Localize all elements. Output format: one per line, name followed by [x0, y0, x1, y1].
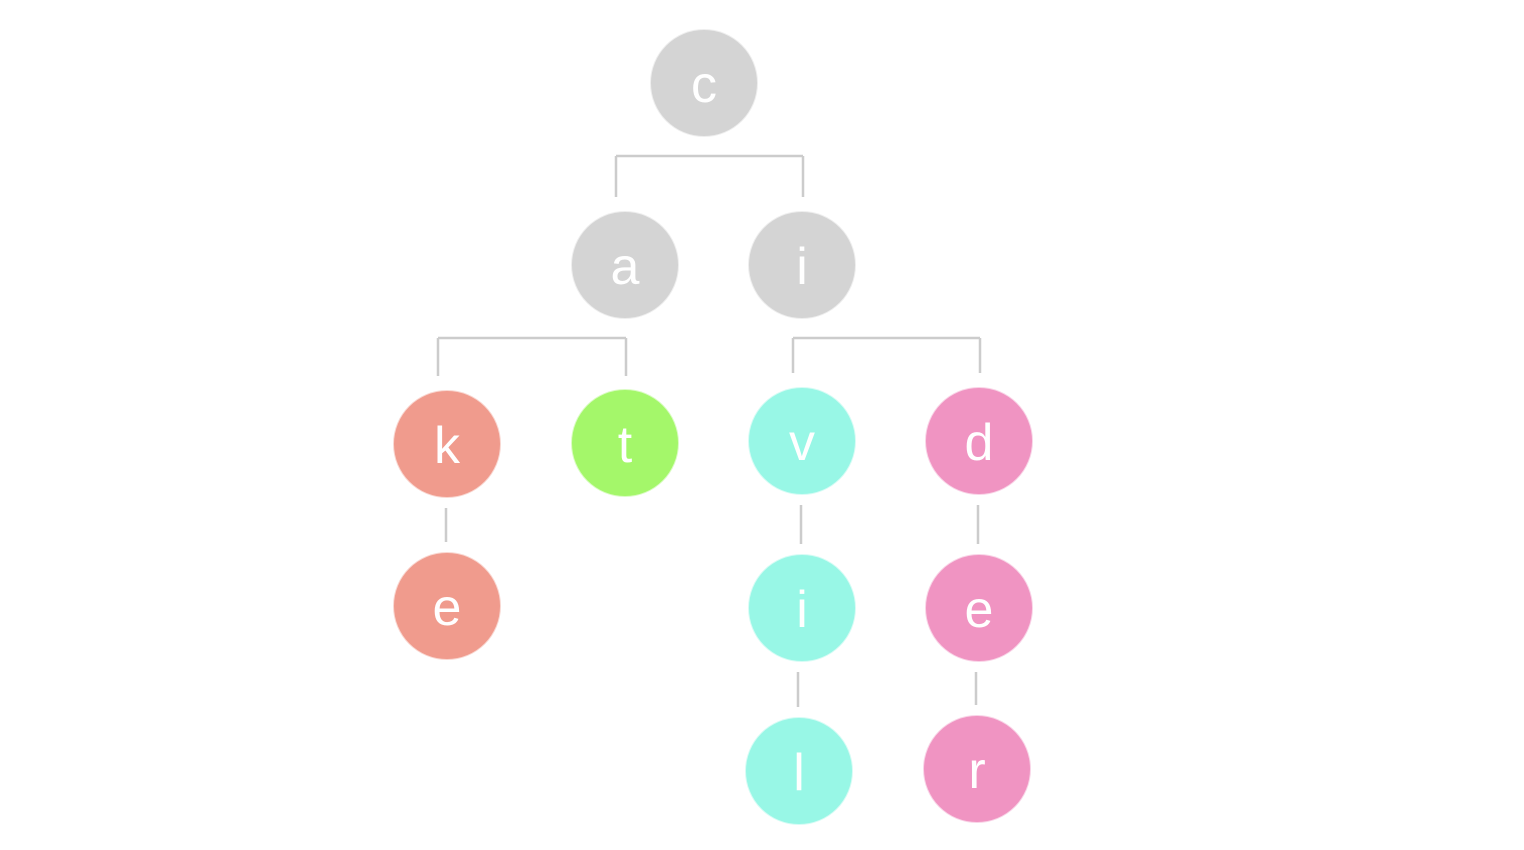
tree-node-label: r: [968, 742, 986, 800]
tree-node-label: i: [796, 581, 808, 639]
tree-node-l: l: [745, 717, 853, 825]
tree-node-a: a: [571, 211, 679, 319]
tree-node-k: k: [393, 390, 501, 498]
tree-node-label: l: [793, 744, 805, 802]
tree-node-label: a: [610, 238, 640, 296]
tree-node-label: d: [964, 414, 994, 472]
tree-node-label: t: [617, 416, 633, 474]
tree-node-label: e: [432, 579, 462, 637]
tree-node-d: d: [925, 387, 1033, 495]
tree-node-label: i: [796, 238, 808, 296]
tree-node-i2: i: [748, 554, 856, 662]
tree-node-label: e: [964, 581, 994, 639]
tree-node-label: c: [691, 56, 717, 114]
tree-node-r: r: [923, 715, 1031, 823]
tree-node-label: v: [789, 414, 815, 472]
tree-node-t: t: [571, 389, 679, 497]
tree-node-i: i: [748, 211, 856, 319]
tree-node-v: v: [748, 387, 856, 495]
tree-node-label: k: [434, 417, 460, 475]
tree-node-e2: e: [925, 554, 1033, 662]
tree-node-e1: e: [393, 552, 501, 660]
tree-node-root: c: [650, 29, 758, 137]
